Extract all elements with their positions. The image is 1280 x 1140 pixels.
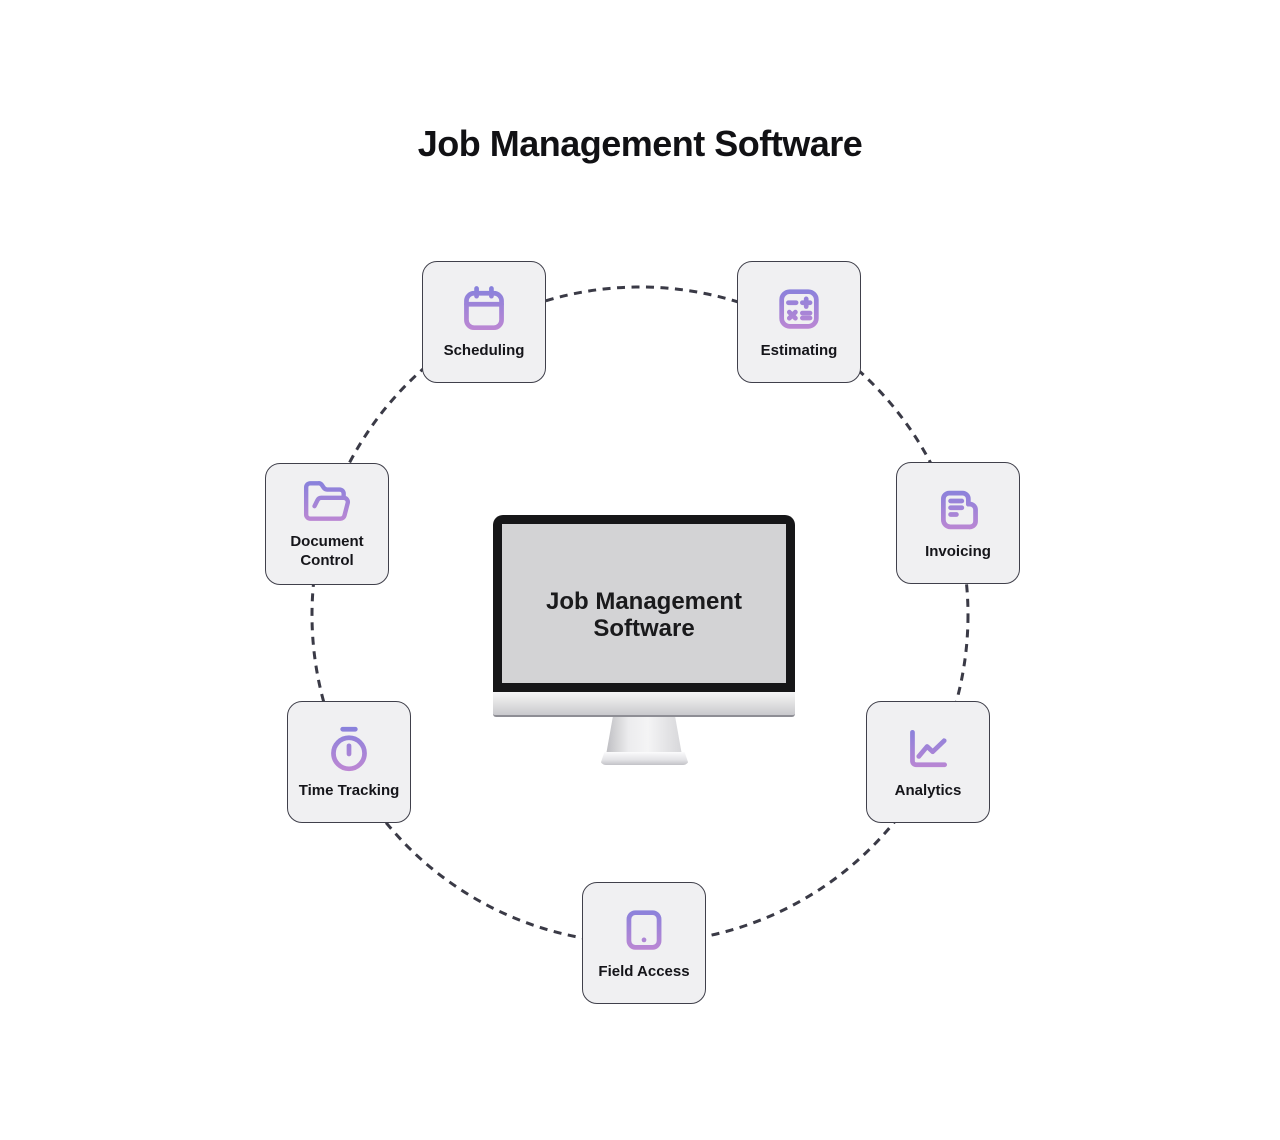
node-document-control: Document Control (265, 463, 389, 585)
stopwatch-icon (331, 726, 367, 772)
node-label: Analytics (894, 782, 962, 799)
node-label: Estimating (760, 342, 838, 359)
calculator-icon (779, 289, 819, 329)
node-field-access: Field Access (582, 882, 706, 1004)
monitor-screen-title: Job Management Software (493, 588, 795, 642)
node-invoicing: Invoicing (896, 462, 1020, 584)
node-label: Field Access (598, 963, 690, 980)
node-label: Invoicing (925, 543, 991, 560)
calendar-icon (464, 286, 504, 331)
monitor-chin (493, 692, 795, 717)
page-title: Job Management Software (417, 123, 863, 165)
node-label: Time Tracking (298, 782, 400, 799)
monitor-screen-title-line2: Software (593, 615, 695, 642)
node-time-tracking: Time Tracking (287, 701, 411, 823)
node-estimating: Estimating (737, 261, 861, 383)
node-scheduling: Scheduling (422, 261, 546, 383)
invoice-icon (941, 490, 978, 530)
monitor-bezel (493, 515, 795, 692)
node-analytics: Analytics (866, 701, 990, 823)
node-label: Document Control (290, 532, 364, 569)
monitor-screen-title-line1: Job Management (545, 588, 743, 615)
line-chart-icon (910, 729, 948, 768)
monitor-stand-neck (606, 717, 682, 752)
node-label: Scheduling (443, 342, 525, 359)
monitor-screen (502, 524, 786, 683)
monitor-stand-base (600, 752, 689, 765)
tablet-icon (626, 910, 662, 950)
folder-open-icon (303, 480, 350, 521)
